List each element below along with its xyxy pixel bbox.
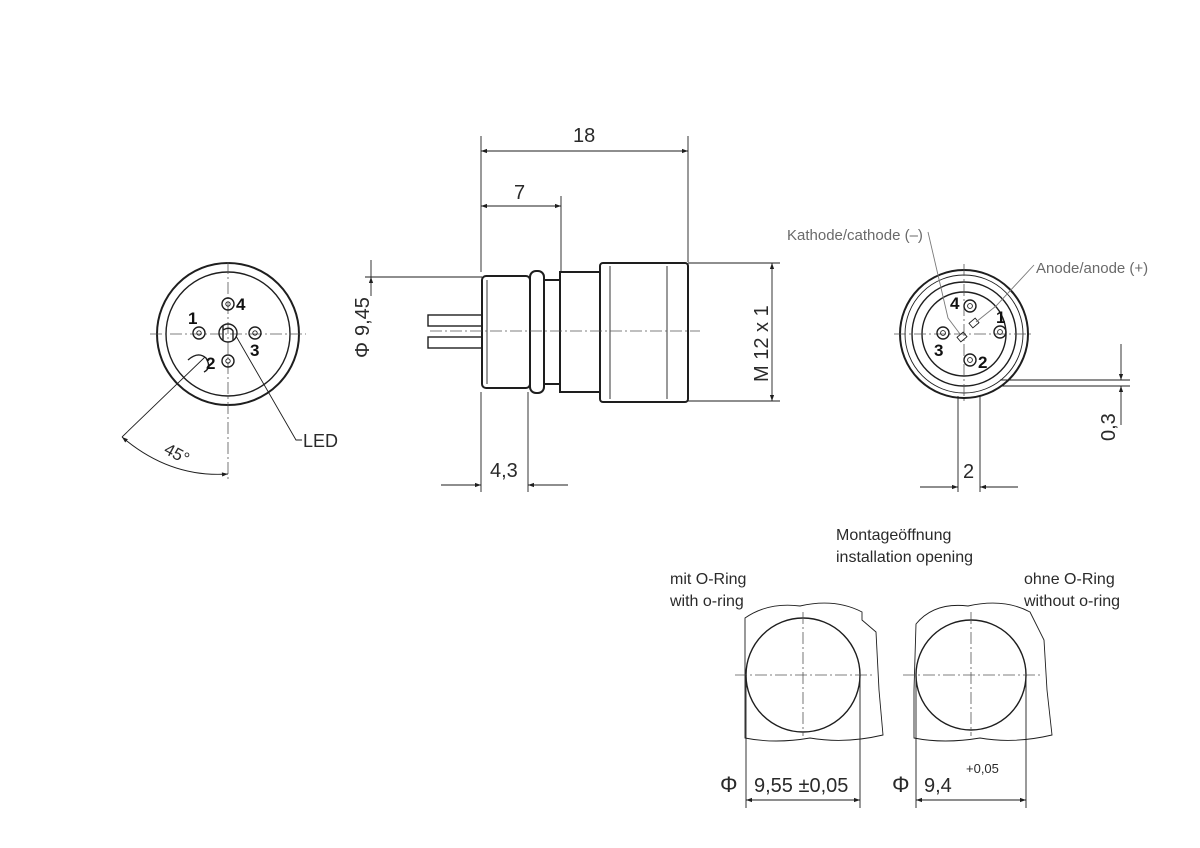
svg-text:9,4: 9,4 xyxy=(924,775,952,797)
dim-thread: M 12 x 1 xyxy=(688,262,780,402)
anode-label: Anode/anode (+) xyxy=(1036,260,1148,277)
led-pin xyxy=(218,323,238,343)
pin-4 xyxy=(221,297,235,311)
front-view: 45° LED 1 2 3 4 xyxy=(121,262,338,480)
rear-pin-1 xyxy=(993,325,1007,339)
svg-text:Φ: Φ xyxy=(892,772,910,797)
mounting-title-en: installation opening xyxy=(836,549,973,566)
pin-label-2: 2 xyxy=(206,354,215,373)
coding-key xyxy=(187,354,210,373)
svg-text:4,3: 4,3 xyxy=(490,460,518,482)
led-label: LED xyxy=(303,431,338,451)
svg-text:Φ9,45: Φ9,45 xyxy=(352,297,374,358)
svg-text:without o-ring: without o-ring xyxy=(1023,593,1120,610)
dim-body-length: 7 xyxy=(481,182,562,272)
rear-pin-2 xyxy=(963,353,977,367)
dim-flange-diameter: Φ9,45 xyxy=(352,260,482,358)
dim-overall-length: 18 xyxy=(480,125,689,272)
rear-pin-label-1: 1 xyxy=(996,308,1005,327)
svg-text:Φ: Φ xyxy=(720,772,738,797)
rear-pin-label-4: 4 xyxy=(950,294,960,313)
rear-view: 1 2 3 4 Kathode/cathode (–) Anode/anode … xyxy=(787,227,1148,404)
pin-label-3: 3 xyxy=(250,341,259,360)
svg-text:7: 7 xyxy=(514,182,525,204)
svg-text:M 12 x 1: M 12 x 1 xyxy=(751,305,773,382)
svg-text:18: 18 xyxy=(573,125,595,147)
svg-text:0,3: 0,3 xyxy=(1098,413,1120,441)
pin-3 xyxy=(248,326,262,340)
svg-text:ohne O-Ring: ohne O-Ring xyxy=(1024,571,1115,588)
opening-with-oring: mit O-Ring with o-ring Φ 9,55 ±0,05 xyxy=(669,571,884,808)
rear-pin-4 xyxy=(963,299,977,313)
rear-pin-label-2: 2 xyxy=(978,353,987,372)
opening-without-oring: ohne O-Ring without o-ring Φ 9,4 +0,05 xyxy=(892,571,1120,808)
side-view xyxy=(427,262,700,403)
pin-2 xyxy=(221,354,235,368)
rear-pin-3 xyxy=(936,326,950,340)
svg-text:+0,05: +0,05 xyxy=(966,761,999,776)
cathode-label: Kathode/cathode (–) xyxy=(787,227,923,244)
rear-pin-label-3: 3 xyxy=(934,341,943,360)
dim-key-width: 2 xyxy=(920,396,1018,492)
pin-label-1: 1 xyxy=(188,309,197,328)
pin-label-4: 4 xyxy=(236,295,246,314)
pin-1 xyxy=(192,326,206,340)
mounting-title-de: Montageöffnung xyxy=(836,527,951,544)
svg-text:mit O-Ring: mit O-Ring xyxy=(670,571,746,588)
dim-panel-thickness: 4,3 xyxy=(441,392,568,492)
dim-key-depth: 0,3 xyxy=(1000,344,1130,441)
svg-text:with o-ring: with o-ring xyxy=(669,593,744,610)
svg-text:2: 2 xyxy=(963,461,974,483)
svg-text:9,55 ±0,05: 9,55 ±0,05 xyxy=(754,775,848,797)
